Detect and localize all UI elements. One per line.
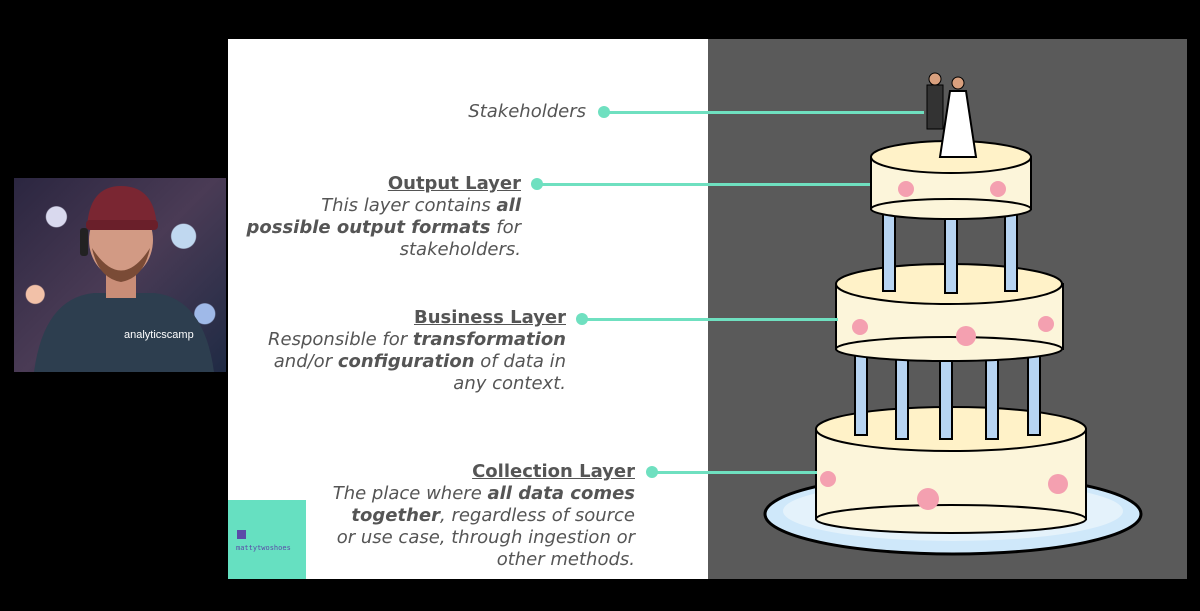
- collection-layer-desc: The place where all data comes together,…: [332, 483, 635, 570]
- cake-topper-couple: [926, 72, 978, 158]
- business-layer-title: Business Layer: [413, 307, 566, 328]
- slide: Stakeholders Output Layer This layer con…: [228, 39, 1187, 579]
- collection-layer-block: Collection Layer The place where all dat…: [228, 461, 635, 571]
- collection-dot: [646, 466, 658, 478]
- output-layer-desc: This layer contains all possible output …: [246, 195, 521, 260]
- output-layer-block: Output Layer This layer contains all pos…: [228, 173, 521, 261]
- brand-tile: mattytwoshoes: [228, 500, 306, 579]
- middle-flowers: [852, 316, 1054, 346]
- stakeholders-connector: [604, 111, 924, 114]
- top-pillars: [882, 210, 1018, 294]
- stakeholders-dot: [598, 106, 610, 118]
- collection-connector: [652, 471, 817, 474]
- output-connector: [537, 183, 870, 186]
- shirt-text: analyticscamp: [124, 329, 194, 341]
- brand-logo-icon: [237, 530, 246, 539]
- bottom-flowers: [820, 471, 1068, 510]
- stakeholders-text: Stakeholders: [468, 101, 586, 122]
- business-dot: [576, 313, 588, 325]
- wedding-cake-illustration: [763, 72, 1143, 556]
- webcam-feed: analyticscamp: [14, 178, 226, 372]
- stakeholders-label: Stakeholders: [378, 101, 586, 123]
- brand-text: mattytwoshoes: [236, 544, 291, 552]
- presenter-image: analyticscamp: [34, 186, 214, 372]
- output-layer-title: Output Layer: [387, 173, 521, 194]
- business-connector: [582, 318, 838, 321]
- output-dot: [531, 178, 543, 190]
- business-layer-block: Business Layer Responsible for transform…: [228, 307, 566, 395]
- business-layer-desc: Responsible for transformation and/or co…: [268, 329, 566, 394]
- collection-layer-title: Collection Layer: [472, 461, 635, 482]
- top-flowers: [898, 181, 1006, 197]
